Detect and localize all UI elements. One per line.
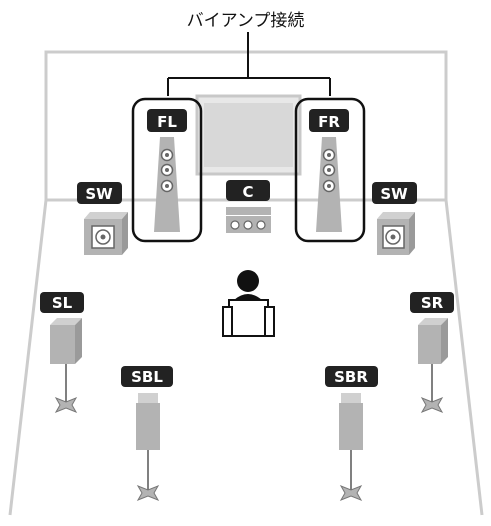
surround-back-speaker-icon xyxy=(339,393,363,501)
speaker-sbl: SBL xyxy=(121,366,173,501)
speaker-fl: FL xyxy=(131,97,203,243)
speaker-sw-right: SW xyxy=(372,182,417,255)
listener-icon xyxy=(222,270,275,337)
subwoofer-icon xyxy=(377,212,415,255)
speaker-sbr: SBR xyxy=(325,366,378,501)
center-speaker-icon xyxy=(226,207,271,233)
speaker-sr: SR xyxy=(410,292,454,413)
speaker-fr: FR xyxy=(294,97,366,243)
speaker-sw-left: SW xyxy=(77,182,128,255)
speaker-sl: SL xyxy=(40,292,84,413)
subwoofer-icon xyxy=(84,212,128,255)
speaker-sl-label: SL xyxy=(52,294,73,312)
speaker-fl-label: FL xyxy=(157,113,177,131)
tv-screen-icon xyxy=(195,94,302,176)
speaker-sbr-label: SBR xyxy=(334,368,368,386)
tower-speaker-icon xyxy=(154,137,180,232)
tower-speaker-icon xyxy=(316,137,342,232)
speaker-sr-label: SR xyxy=(421,294,444,312)
speaker-sbl-label: SBL xyxy=(131,368,163,386)
surround-speaker-icon xyxy=(418,318,448,413)
speaker-sw-right-label: SW xyxy=(380,185,408,203)
surround-speaker-icon xyxy=(50,318,82,413)
speaker-sw-left-label: SW xyxy=(85,185,113,203)
speaker-c: C xyxy=(226,180,271,233)
surround-back-speaker-icon xyxy=(136,393,160,501)
speaker-c-label: C xyxy=(242,183,253,201)
bi-amp-wire xyxy=(167,32,331,96)
diagram-title: バイアンプ接続 xyxy=(186,11,305,31)
speaker-fr-label: FR xyxy=(318,113,340,131)
